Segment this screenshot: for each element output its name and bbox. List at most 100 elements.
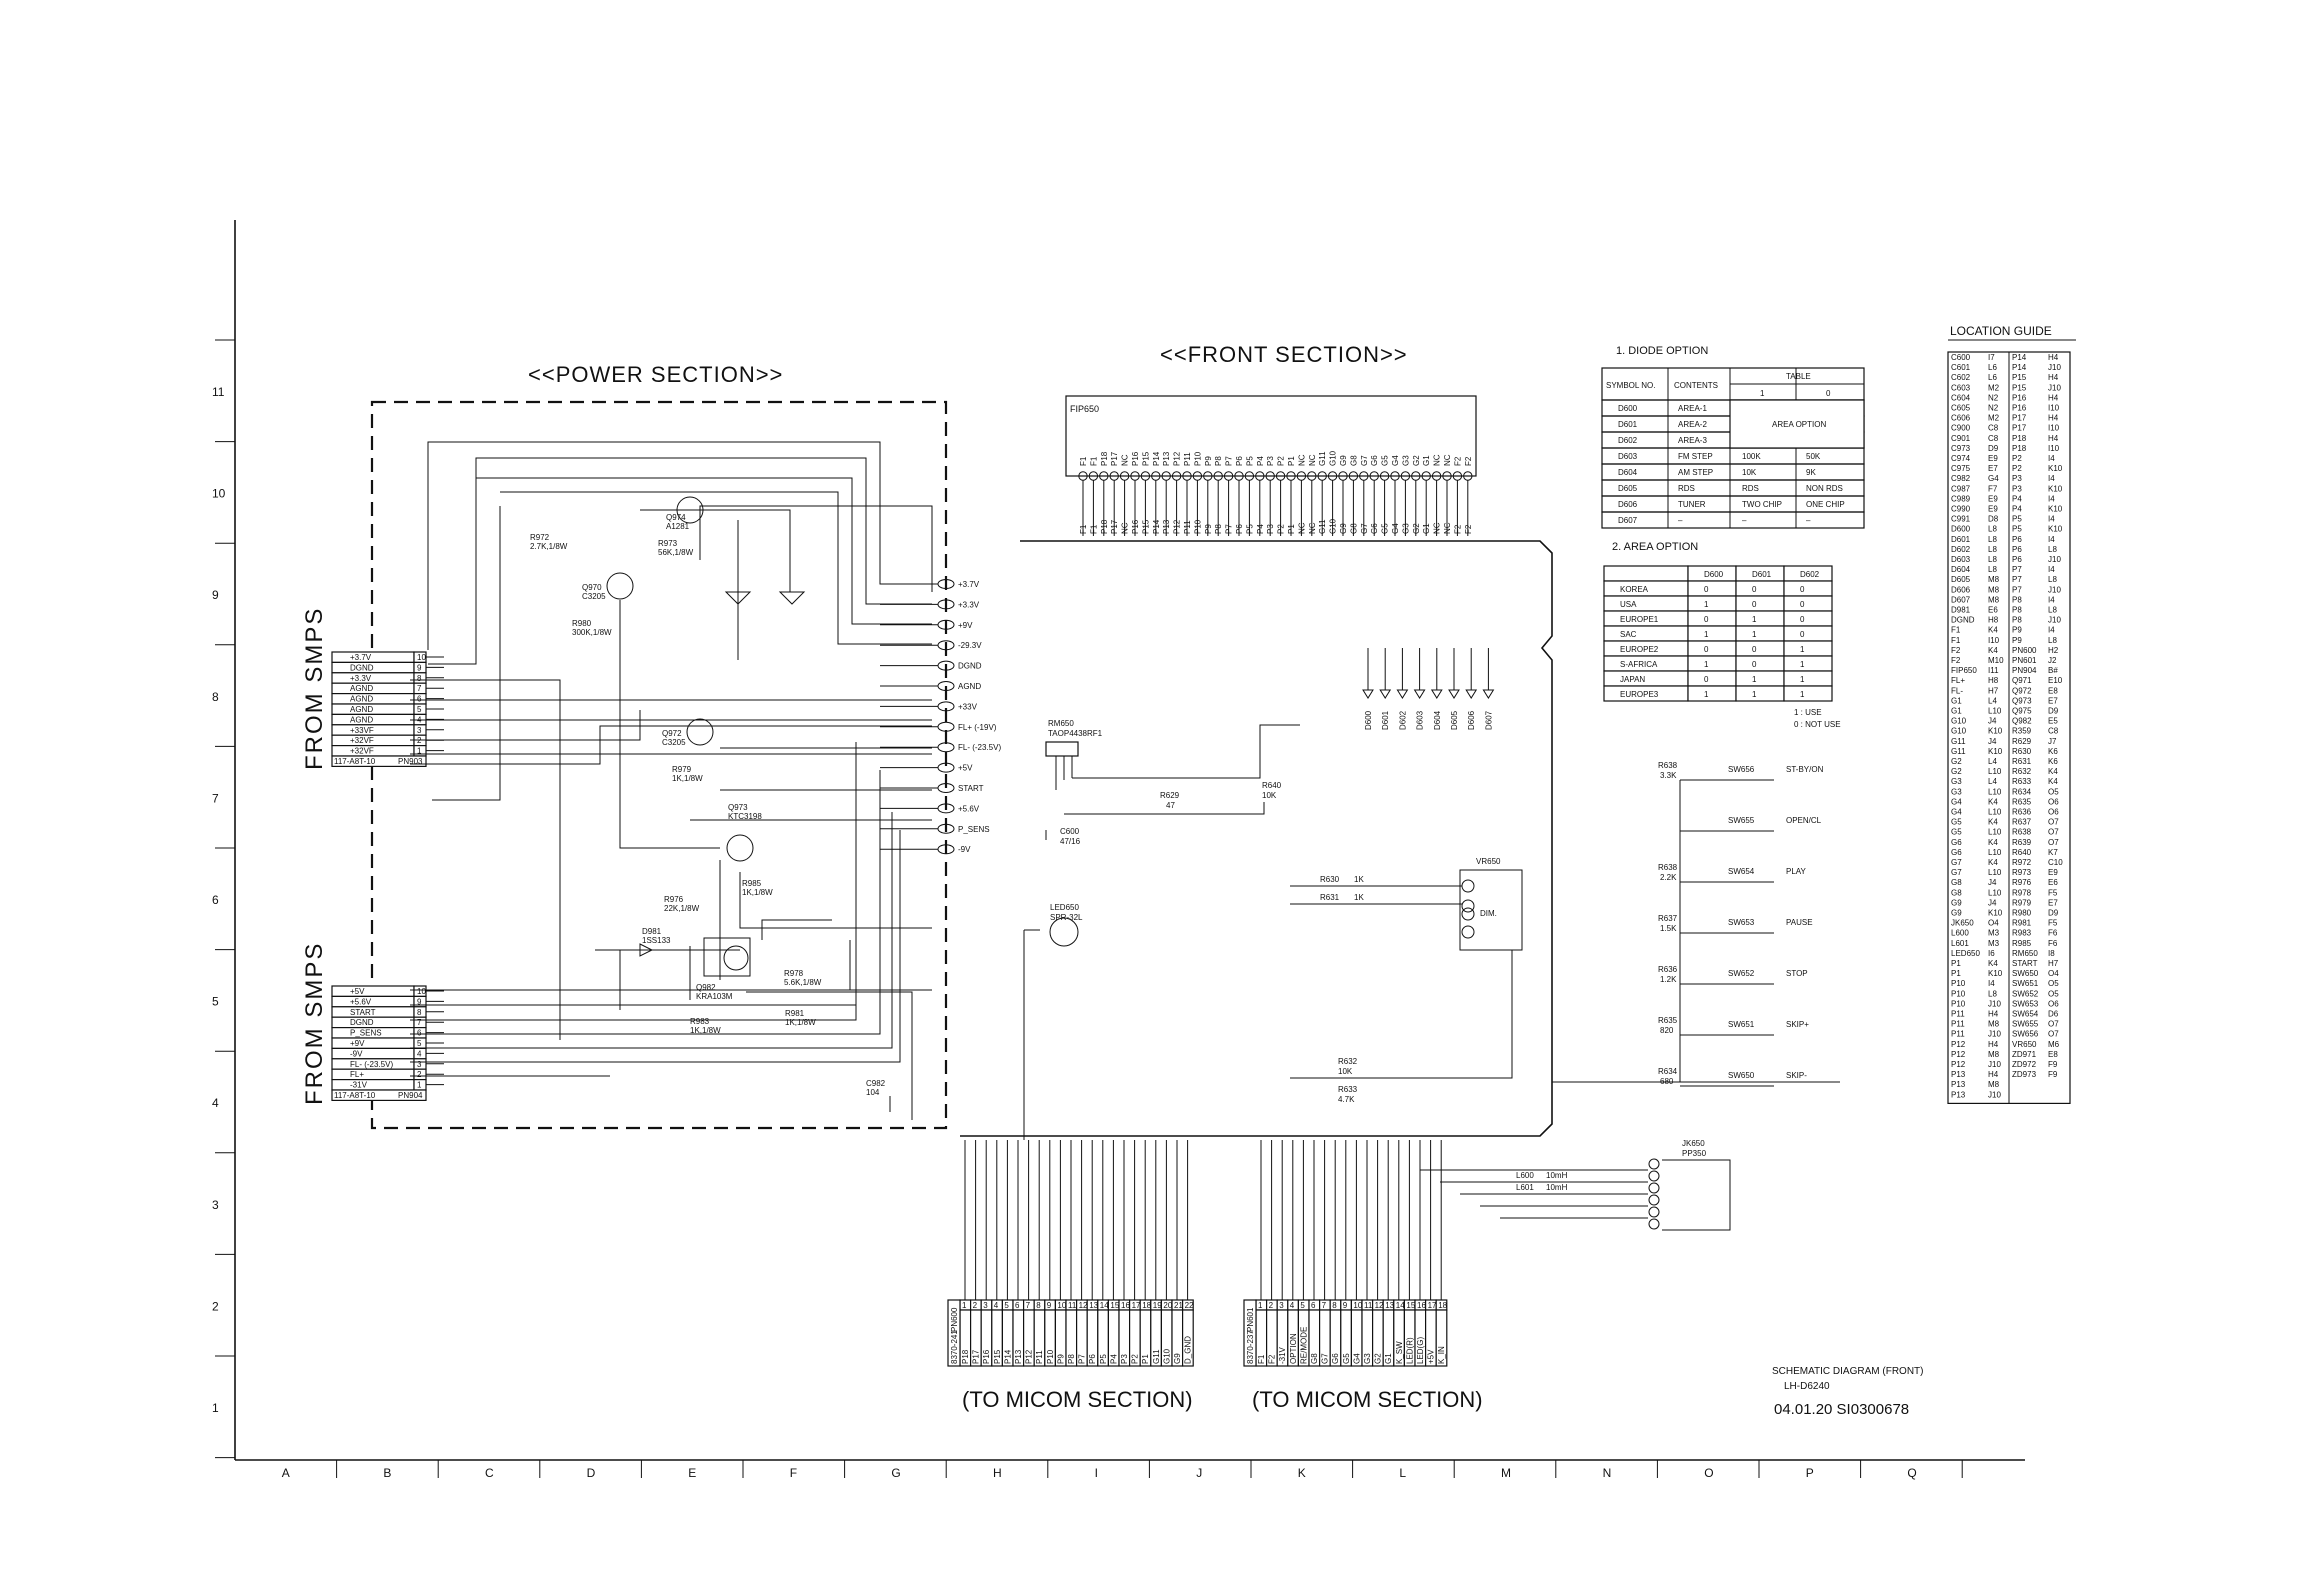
switch-resistor-value: 1.5K bbox=[1660, 924, 1677, 933]
connector-pin-number: 5 bbox=[417, 705, 422, 714]
location-ref: FIP650 bbox=[1951, 666, 1977, 675]
location-ref: G4 bbox=[1951, 797, 1962, 806]
area-cell bbox=[1783, 625, 1833, 642]
output-label: FL+ (-19V) bbox=[958, 723, 997, 732]
area-cell bbox=[1735, 595, 1785, 612]
location-ref: FL+ bbox=[1951, 676, 1965, 685]
connector-pin-signal: +3.7V bbox=[350, 653, 372, 662]
micom-pin-number: 14 bbox=[1100, 1301, 1109, 1310]
switch-label: ST-BY/ON bbox=[1786, 765, 1824, 774]
location-ref: P10 bbox=[1951, 999, 1966, 1008]
fip-pin-label: NC bbox=[1308, 454, 1317, 466]
diode-row-symbol: D600 bbox=[1618, 404, 1638, 413]
location-ref: Q971 bbox=[2012, 676, 2032, 685]
diode-row-cell bbox=[1601, 463, 1865, 481]
connector-pin-signal: +5V bbox=[350, 987, 365, 996]
micom-pin-number: 21 bbox=[1174, 1301, 1183, 1310]
micom-pin-signal: LED(G) bbox=[1416, 1337, 1425, 1364]
location-cell: L8 bbox=[1988, 989, 1997, 998]
location-cell: I4 bbox=[2048, 515, 2055, 524]
location-cell: F9 bbox=[2048, 1060, 2058, 1069]
connector-pin-number: 10 bbox=[417, 653, 426, 662]
location-cell: J10 bbox=[2048, 363, 2061, 372]
fip-bus-label: P4 bbox=[1256, 524, 1265, 534]
micom-pin-number: 20 bbox=[1163, 1301, 1172, 1310]
output-terminal bbox=[937, 619, 955, 630]
diode-row-content: AREA-2 bbox=[1678, 420, 1707, 429]
micom-pin-signal: G8 bbox=[1310, 1353, 1319, 1364]
fip-pin-label: G8 bbox=[1349, 455, 1358, 466]
area-cell-text: D601 bbox=[1752, 570, 1772, 579]
location-cell: K6 bbox=[2048, 747, 2058, 756]
micom-pin-signal: P6 bbox=[1088, 1354, 1097, 1364]
fip-pin-label: P16 bbox=[1131, 451, 1140, 466]
location-ref: D606 bbox=[1951, 585, 1971, 594]
location-cell: M8 bbox=[1988, 575, 2000, 584]
fip-bus-label: P17 bbox=[1110, 519, 1119, 534]
r630-ref: R630 bbox=[1320, 875, 1340, 884]
location-cell: J4 bbox=[1988, 737, 1997, 746]
location-cell: M8 bbox=[1988, 1020, 2000, 1029]
power-part-value: 300K,1/8W bbox=[572, 628, 612, 637]
fip-pin-label: NC bbox=[1443, 454, 1452, 466]
location-ref: SW656 bbox=[2012, 1030, 2039, 1039]
fip-pin-label: G1 bbox=[1422, 455, 1431, 466]
location-ref: F2 bbox=[1951, 656, 1961, 665]
location-ref: G8 bbox=[1951, 888, 1962, 897]
location-cell: K7 bbox=[2048, 848, 2058, 857]
location-cell: G4 bbox=[1988, 474, 1999, 483]
diode-ref: D604 bbox=[1433, 710, 1442, 730]
switch-label: SKIP+ bbox=[1786, 1020, 1809, 1029]
connector-ref-cell bbox=[331, 1089, 427, 1101]
fip-bus-label: P13 bbox=[1162, 519, 1171, 534]
connector-pin-number: 8 bbox=[417, 1008, 422, 1017]
diode-row-zero: – bbox=[1806, 516, 1811, 525]
area-cell bbox=[1735, 670, 1785, 687]
connector-pin-signal: -31V bbox=[350, 1081, 368, 1090]
area-cell bbox=[1735, 610, 1785, 627]
connector-pin-signal: FL+ bbox=[350, 1070, 364, 1079]
fip-pin-label: P5 bbox=[1245, 456, 1254, 466]
location-ref: G3 bbox=[1951, 777, 1962, 786]
location-ref: G10 bbox=[1951, 727, 1967, 736]
location-cell: F7 bbox=[1988, 484, 1998, 493]
location-cell: L10 bbox=[1988, 848, 2002, 857]
micom-pin-number: 9 bbox=[1343, 1301, 1348, 1310]
micom-pin-signal: G2 bbox=[1374, 1353, 1383, 1364]
fip-bus-label: F2 bbox=[1453, 524, 1462, 534]
location-cell: K4 bbox=[1988, 838, 1998, 847]
connector-ref-cell bbox=[331, 755, 427, 767]
location-ref: P14 bbox=[2012, 363, 2027, 372]
location-ref: SW655 bbox=[2012, 1020, 2039, 1029]
r640-ref: R640 bbox=[1262, 781, 1282, 790]
fip-bus-label: G7 bbox=[1360, 523, 1369, 534]
location-ref: C975 bbox=[1951, 464, 1971, 473]
power-part-ref: Q974 bbox=[666, 513, 686, 522]
grid-col-label: G bbox=[891, 1466, 900, 1480]
location-cell: K10 bbox=[1988, 909, 2003, 918]
location-ref: P16 bbox=[2012, 404, 2027, 413]
location-ref: LED650 bbox=[1951, 949, 1980, 958]
led650-ref: LED650 bbox=[1050, 903, 1079, 912]
fip-bus-label: P7 bbox=[1225, 524, 1234, 534]
area-cell-text: EUROPE3 bbox=[1620, 690, 1659, 699]
output-label: START bbox=[958, 784, 984, 793]
fip-pin-label: F1 bbox=[1079, 456, 1088, 466]
micom-pin-number: 2 bbox=[973, 1301, 978, 1310]
area-cell bbox=[1783, 610, 1833, 627]
power-part-value: 1K,1/8W bbox=[690, 1026, 721, 1035]
location-ref: R633 bbox=[2012, 777, 2032, 786]
micom-pin-number: 18 bbox=[1142, 1301, 1151, 1310]
location-ref: P8 bbox=[2012, 616, 2022, 625]
micom-pin-signal: P8 bbox=[1067, 1354, 1076, 1364]
micom-pin-signal: P1 bbox=[1141, 1354, 1150, 1364]
power-part-ref: R983 bbox=[690, 1017, 710, 1026]
fip-bus-label: NC bbox=[1443, 522, 1452, 534]
diode-area-option-cell bbox=[1729, 399, 1865, 449]
area-cell-text: D602 bbox=[1800, 570, 1820, 579]
area-cell-text: 1 bbox=[1800, 690, 1805, 699]
location-cell: L4 bbox=[1988, 696, 1997, 705]
connector-pin-cell bbox=[331, 1068, 415, 1081]
